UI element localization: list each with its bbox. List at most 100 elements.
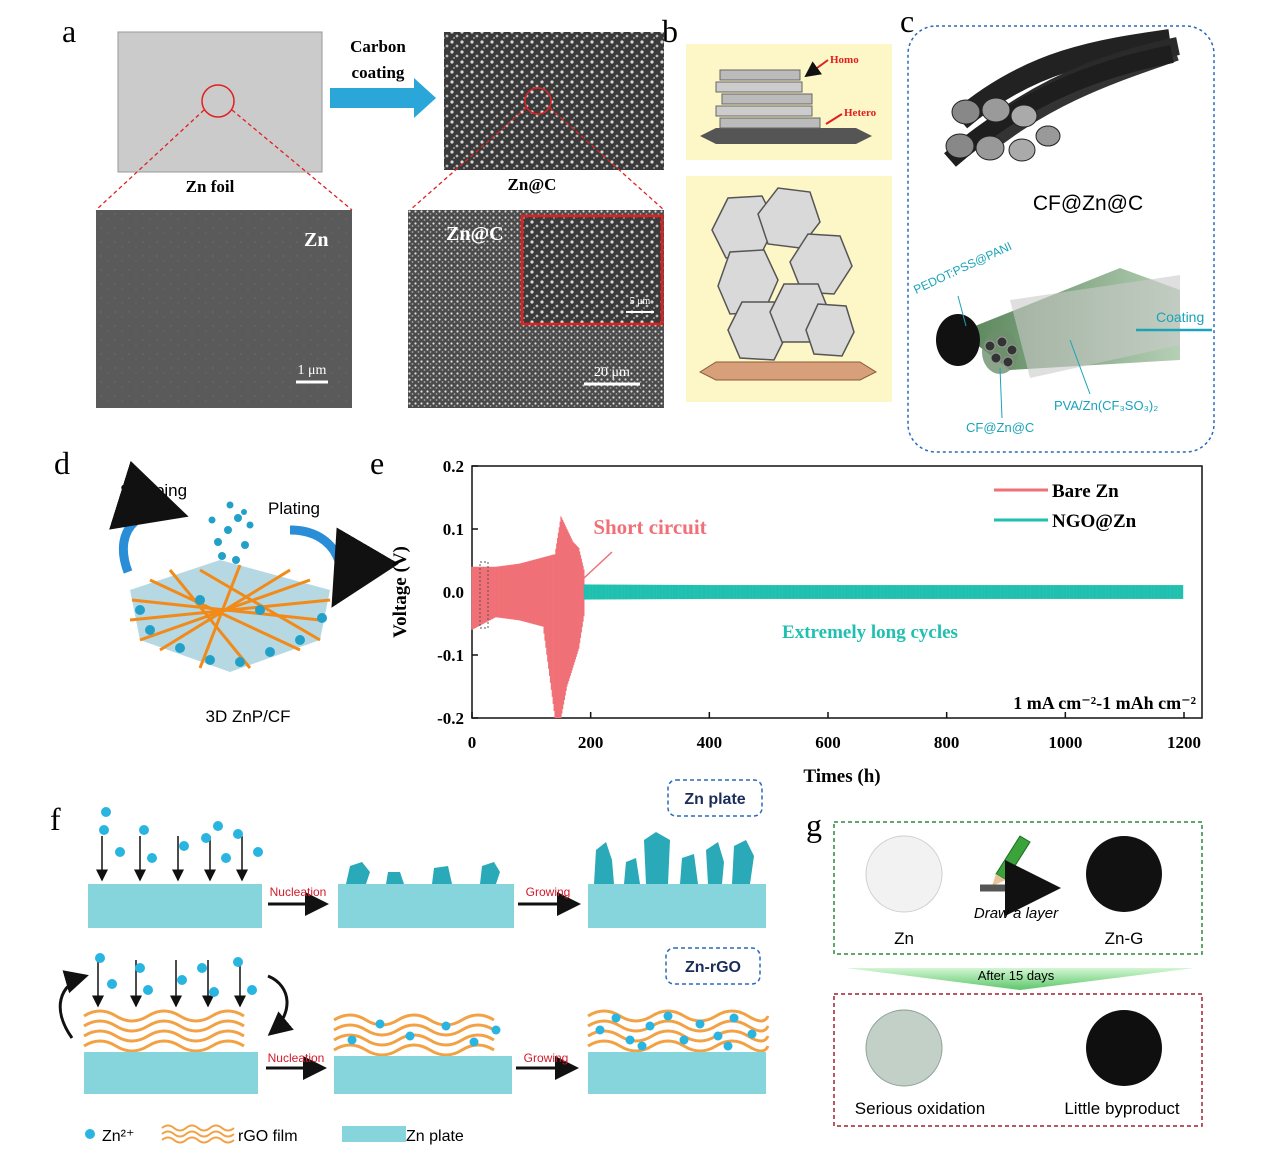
panel-d-caption: 3D ZnP/CF [205,707,290,726]
pva-label: PVA/Zn(CF₃SO₃)₂ [1054,398,1158,413]
short-circuit-annotation: Short circuit [593,515,706,539]
zoom-line [231,109,353,211]
protected-disc [1086,1010,1162,1086]
zn-disc [865,835,943,913]
carbon-coating-arrow [330,78,436,118]
hetero-arrow [825,113,843,125]
pedot-leader [957,295,967,327]
diffusion-arrow-left [58,970,89,1039]
draw-label: Draw a layer [974,905,1059,922]
pva-leader [1069,339,1091,395]
growing-label-2: Growing [524,1051,569,1065]
zn-plate [84,1052,258,1094]
sem-znc-scale: 20 μm [594,365,630,380]
after-label: After 15 days [978,968,1055,983]
panel-a-letter: a [62,13,76,49]
panel-b: b Homo Hetero [662,13,892,402]
y-axis: 0.20.10.0-0.1-0.2 [437,457,478,728]
znp-cf-network [129,501,331,672]
homo-label: Homo [830,54,859,66]
zn-ions-row2 [95,953,257,997]
plating-label: Plating [268,499,320,518]
x-tick-label: 0 [468,733,477,752]
zn-label: Zn [894,929,914,948]
panel-f: f Zn plate Nucleation [50,779,770,1145]
homo-arrow [804,59,829,78]
zn-plate [334,1056,512,1094]
panel-b-letter: b [662,13,678,49]
zoom-line [409,107,527,211]
cf-label: CF@Zn@C [966,420,1034,435]
after-band [846,968,1194,990]
pencil-icon [992,835,1031,886]
rgo-film-1 [83,1009,245,1053]
short-circuit-arrow [583,551,613,579]
panel-c-title: CF@Zn@C [1033,192,1143,215]
zn-plate [588,1052,766,1094]
carbon-label: Carbon [350,37,406,56]
zn-plate [338,884,514,928]
panel-c: c CF@Zn@C [900,3,1215,453]
hetero-label: Hetero [844,107,877,119]
zng-disc [1086,836,1162,912]
fiber-bundle [944,29,1180,167]
y-tick-label: 0.1 [443,520,464,539]
legend-zn-ion: Zn²⁺ [102,1128,134,1145]
zn-ions-row1 [99,807,263,863]
legend-rgo: rGO film [238,1128,298,1145]
nuclei [346,862,500,884]
x-axis-label: Times (h) [803,766,880,787]
panel-e-letter: e [370,445,384,481]
after-box [833,993,1203,1127]
dendrites [594,832,754,884]
stacked-plates [700,69,872,144]
y-tick-label: -0.2 [437,709,464,728]
zn-plate [88,884,262,928]
rgo-film-2 [333,1013,495,1057]
x-tick-label: 600 [815,733,841,752]
zoom-circle [524,87,552,115]
sem-znc-inset [520,214,664,326]
panel-a: a Zn foil Carbon coating Zn@C Zn 1 μm Zn… [62,13,665,408]
series-ngo-zn [583,584,1184,600]
y-axis-label: Voltage (V) [390,546,411,638]
x-tick-label: 1000 [1048,733,1082,752]
zoom-line [95,109,205,211]
zn-plate-box-label: Zn plate [684,791,745,808]
nucleation-label: Nucleation [270,885,327,899]
sem-zn-label: Zn [304,229,328,251]
x-tick-label: 400 [697,733,723,752]
coated-cable [936,268,1180,378]
legend-ngo-zn: NGO@Zn [1052,511,1137,532]
y-tick-label: 0.0 [443,583,464,602]
zoom-line [549,107,665,211]
sem-zn-image [96,210,352,408]
zn-plate-box [667,779,763,817]
zn-foil-label: Zn foil [186,177,235,196]
panel-d: d Stripping Plating [54,445,399,726]
panel-c-letter: c [900,3,914,39]
legend-bare-zn: Bare Zn [1052,481,1119,502]
series-bare-zn [471,516,585,718]
inset-scale: 5 μm [630,296,651,307]
panel-g-letter: g [806,807,822,843]
zn-foil-image [117,31,323,173]
nucleation-label-2: Nucleation [268,1051,325,1065]
legend-plate: Zn plate [406,1128,464,1145]
condition-label: 1 mA cm⁻²-1 mAh cm⁻² [1013,693,1196,713]
byproduct-label: Little byproduct [1064,1099,1180,1118]
plot-series [471,516,1184,718]
hexagon-plates [711,187,855,361]
coating-label: coating [352,63,405,82]
pedot-label: PEDOT:PSS@PANI [911,239,1014,297]
cf-leader [999,367,1003,419]
before-box [833,821,1203,955]
x-tick-label: 1200 [1167,733,1201,752]
znc-image [444,32,664,170]
panel-f-letter: f [50,801,61,837]
oxidation-label: Serious oxidation [855,1099,985,1118]
x-tick-label: 200 [578,733,604,752]
znc-label: Zn@C [508,175,557,194]
legend-rgo-swatch [161,1124,235,1144]
